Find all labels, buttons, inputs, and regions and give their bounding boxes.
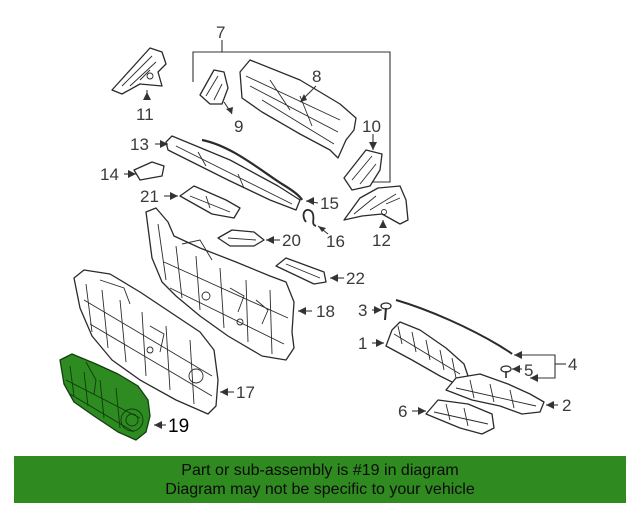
part-19-highlighted[interactable] <box>59 353 166 441</box>
callout-18[interactable]: 18 <box>316 302 335 321</box>
callout-4[interactable]: 4 <box>568 355 577 374</box>
part-3[interactable] <box>372 302 392 321</box>
callout-16[interactable]: 16 <box>326 232 345 251</box>
callout-17[interactable]: 17 <box>236 383 255 402</box>
callout-8[interactable]: 8 <box>312 67 321 86</box>
part-18[interactable] <box>145 207 312 361</box>
part-12[interactable] <box>343 185 409 228</box>
part-16[interactable] <box>302 209 329 235</box>
callout-6[interactable]: 6 <box>398 402 407 421</box>
banner-line-2: Diagram may not be specific to your vehi… <box>165 481 475 498</box>
part-2[interactable] <box>445 373 558 415</box>
callout-1[interactable]: 1 <box>358 334 367 353</box>
callout-3[interactable]: 3 <box>358 301 367 320</box>
weatherstrip-rod <box>395 299 513 355</box>
part-1[interactable] <box>372 321 469 385</box>
callout-21[interactable]: 21 <box>140 187 159 206</box>
part-21[interactable] <box>164 185 241 219</box>
callout-12[interactable]: 12 <box>372 231 391 250</box>
parts-diagram: 7 8 11 9 10 13 14 21 15 16 12 20 22 18 3… <box>59 23 577 441</box>
part-9[interactable] <box>199 69 233 115</box>
callout-labels: 7 8 11 9 10 13 14 21 15 16 12 20 22 18 3… <box>100 23 577 437</box>
banner-line-1: Part or sub-assembly is #19 in diagram <box>181 462 459 479</box>
callout-9[interactable]: 9 <box>234 117 243 136</box>
callout-22[interactable]: 22 <box>346 269 365 288</box>
part-13[interactable] <box>155 135 301 211</box>
callout-7[interactable]: 7 <box>216 23 225 42</box>
callout-19-highlighted[interactable]: 19 <box>168 416 189 437</box>
callout-15[interactable]: 15 <box>320 194 339 213</box>
bracket-4 <box>514 354 566 379</box>
callout-13[interactable]: 13 <box>130 135 149 154</box>
callout-5[interactable]: 5 <box>524 361 533 380</box>
callout-11[interactable]: 11 <box>136 105 154 124</box>
part-11[interactable] <box>111 47 167 100</box>
info-banner: Part or sub-assembly is #19 in diagram D… <box>14 456 626 503</box>
arrowheads <box>128 92 554 429</box>
callout-20[interactable]: 20 <box>282 231 301 250</box>
part-8[interactable] <box>239 59 357 159</box>
part-22[interactable] <box>275 257 344 285</box>
callout-2[interactable]: 2 <box>562 396 571 415</box>
group-box-7 <box>192 40 391 183</box>
part-6[interactable] <box>412 399 495 435</box>
callout-10[interactable]: 10 <box>362 117 381 136</box>
callout-14[interactable]: 14 <box>100 165 119 184</box>
